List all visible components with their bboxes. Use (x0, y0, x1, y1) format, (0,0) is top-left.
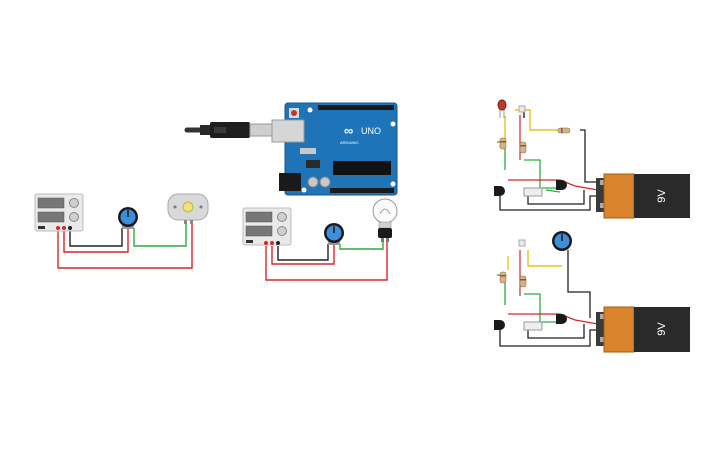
resistor-icon[interactable] (499, 271, 507, 284)
arduino-uno-board[interactable]: ∞ UNO ARDUINO (184, 102, 398, 196)
battery-9v-icon[interactable]: 9V (596, 173, 690, 219)
wire-black[interactable] (499, 190, 598, 211)
wire-yellow[interactable] (527, 250, 562, 267)
wire-green[interactable] (545, 189, 561, 193)
potentiometer-icon[interactable] (118, 207, 138, 229)
transistor-icon[interactable] (556, 180, 567, 190)
red-led-icon[interactable] (497, 99, 507, 118)
transistor-icon[interactable] (494, 320, 505, 330)
wire-red[interactable] (508, 313, 599, 325)
wire-yellow[interactable] (515, 109, 562, 131)
arduino-brand-mark: ∞ (344, 123, 353, 138)
wire-green[interactable] (339, 240, 384, 250)
battery-9v-icon[interactable]: 9V (596, 306, 690, 353)
dc-motor-icon[interactable] (167, 193, 209, 224)
wire-red[interactable] (265, 242, 388, 281)
wire-green[interactable] (524, 159, 562, 189)
wire-black[interactable] (277, 244, 329, 261)
wire-red[interactable] (271, 244, 335, 265)
transistor-icon[interactable] (494, 186, 505, 196)
wire-black[interactable] (527, 324, 585, 339)
light-bulb-icon[interactable] (372, 198, 398, 242)
arduino-model-label: UNO (361, 126, 381, 136)
arduino-subtitle-label: ARDUINO (340, 140, 358, 145)
bulb-circuit (242, 198, 398, 281)
led-icon[interactable] (518, 239, 526, 247)
battery-label: 9V (656, 189, 668, 203)
wire-red[interactable] (508, 179, 599, 191)
wire-black[interactable] (499, 322, 598, 347)
usb-cable-icon[interactable] (184, 122, 273, 138)
wire-green[interactable] (133, 222, 187, 247)
led-icon[interactable] (518, 105, 526, 113)
wire-green[interactable] (524, 293, 562, 323)
resistor-icon[interactable] (557, 127, 571, 134)
motor-circuit (34, 193, 209, 269)
wire-red[interactable] (63, 228, 129, 253)
wire-black[interactable] (69, 228, 123, 247)
resistor-icon[interactable] (519, 275, 527, 288)
pot-battery-circuit: 9V (494, 231, 690, 353)
battery-label: 9V (656, 322, 668, 336)
wire-black[interactable] (527, 190, 585, 205)
power-supply-icon[interactable] (242, 207, 292, 246)
resistor-icon[interactable] (519, 141, 527, 154)
switch-icon[interactable] (523, 321, 543, 331)
switch-icon[interactable] (523, 187, 543, 197)
resistor-icon[interactable] (499, 137, 507, 150)
potentiometer-icon[interactable] (552, 231, 572, 251)
wire-red[interactable] (57, 224, 193, 269)
wire-black[interactable] (580, 129, 598, 183)
power-supply-icon[interactable] (34, 193, 84, 232)
led-battery-circuit: 9V (494, 99, 690, 219)
potentiometer-icon[interactable] (324, 223, 344, 245)
transistor-icon[interactable] (556, 314, 567, 324)
wire-black[interactable] (567, 250, 591, 318)
